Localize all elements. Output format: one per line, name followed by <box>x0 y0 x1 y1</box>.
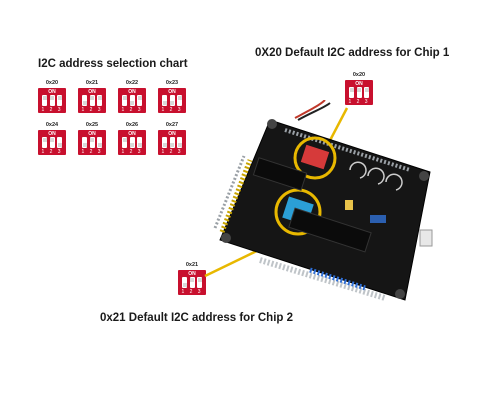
dip-switch-0x24: 0x24 ON 1 2 3 <box>38 122 66 155</box>
pcb <box>219 119 431 301</box>
dip-lever-2 <box>129 95 135 106</box>
dip-lever-2 <box>49 95 55 106</box>
dip-switch-0x25: 0x25 ON 1 2 3 <box>78 122 106 155</box>
power-connector <box>419 229 433 247</box>
dip-lever-1 <box>162 95 167 106</box>
dip-address-label: 0x22 <box>125 80 139 86</box>
dip-lever-1 <box>122 137 127 148</box>
dip-lever-2 <box>49 137 55 148</box>
board-dip-switch-red <box>300 144 330 170</box>
resistor <box>370 215 386 223</box>
dip-address-label: 0x20 <box>352 72 366 78</box>
dip-lever-1 <box>82 95 87 106</box>
dip-lever-2 <box>89 137 95 148</box>
transistors <box>349 161 403 191</box>
dip-switch-0x20: 0x20 ON 1 2 3 <box>38 80 66 113</box>
dip-numbers: 1 2 3 <box>161 149 183 155</box>
mounting-hole <box>395 289 405 299</box>
dip-on-label: ON <box>168 89 176 95</box>
dip-lever-1 <box>122 95 127 106</box>
dip-numbers: 1 2 3 <box>181 289 203 295</box>
dip-lever-2 <box>89 95 95 106</box>
dip-lever-1 <box>42 137 47 148</box>
dip-lever-3 <box>177 95 182 106</box>
dip-lever-1 <box>182 277 187 288</box>
dip-lever-3 <box>137 95 142 106</box>
dip-address-label: 0x23 <box>165 80 179 86</box>
dip-on-label: ON <box>88 89 96 95</box>
dip-on-label: ON <box>188 271 196 277</box>
dip-address-label: 0x21 <box>185 262 199 268</box>
dip-address-label: 0x21 <box>85 80 99 86</box>
dip-lever-2 <box>129 137 135 148</box>
dip-switch-0x26: 0x26 ON 1 2 3 <box>118 122 146 155</box>
chip2-highlight-circle <box>274 188 322 236</box>
dip-on-label: ON <box>355 81 363 87</box>
mounting-hole <box>419 171 429 181</box>
dip-lever-1 <box>162 137 167 148</box>
capacitor <box>345 200 353 210</box>
dip-on-label: ON <box>48 131 56 137</box>
chip1-caption: 0X20 Default I2C address for Chip 1 <box>255 47 450 59</box>
dip-lever-3 <box>197 277 202 288</box>
dip-lever-3 <box>57 137 62 148</box>
dip-on-label: ON <box>48 89 56 95</box>
dip-switch-0x21: 0x21 ON 1 2 3 <box>78 80 106 113</box>
dip-lever-3 <box>177 137 182 148</box>
bottom-header-pins <box>259 257 386 301</box>
dip-on-label: ON <box>168 131 176 137</box>
dip-numbers: 1 2 3 <box>121 149 143 155</box>
dip-switch-chip2: 0x21 ON 1 2 3 <box>178 262 206 295</box>
dip-numbers: 1 2 3 <box>41 107 63 113</box>
dip-lever-1 <box>82 137 87 148</box>
chip2-caption: 0x21 Default I2C address for Chip 2 <box>100 312 294 324</box>
dip-numbers: 1 2 3 <box>81 107 103 113</box>
dip-lever-2 <box>169 137 175 148</box>
dip-numbers: 1 2 3 <box>81 149 103 155</box>
red-wire <box>294 100 326 119</box>
dip-numbers: 1 2 3 <box>41 149 63 155</box>
chip1-highlight-circle <box>293 136 337 180</box>
dip-switch-chip1: 0x20 ON 1 2 3 <box>345 72 373 105</box>
left-header-pins <box>213 155 253 233</box>
dip-numbers: 1 2 3 <box>161 107 183 113</box>
dip-on-label: ON <box>88 131 96 137</box>
expansion-board <box>213 100 433 301</box>
mounting-hole <box>267 119 277 129</box>
dip-lever-1 <box>42 95 47 106</box>
dip-lever-1 <box>349 87 354 98</box>
dip-address-label: 0x25 <box>85 122 99 128</box>
dip-lever-2 <box>356 87 362 98</box>
dip-switch-0x23: 0x23 ON 1 2 3 <box>158 80 186 113</box>
dip-numbers: 1 2 3 <box>121 107 143 113</box>
dip-switch-0x27: 0x27 ON 1 2 3 <box>158 122 186 155</box>
top-header-pins <box>284 128 411 172</box>
dip-lever-2 <box>189 277 195 288</box>
dip-address-label: 0x27 <box>165 122 179 128</box>
chart-title: I2C address selection chart <box>38 58 188 70</box>
dip-address-label: 0x26 <box>125 122 139 128</box>
ic-chip-2 <box>288 207 372 253</box>
dip-on-label: ON <box>128 89 136 95</box>
dip-lever-3 <box>364 87 369 98</box>
ic-chip-1 <box>252 157 308 191</box>
dip-lever-3 <box>137 137 142 148</box>
dip-address-label: 0x20 <box>45 80 59 86</box>
dip-switch-0x22: 0x22 ON 1 2 3 <box>118 80 146 113</box>
dip-numbers: 1 2 3 <box>348 99 370 105</box>
dip-on-label: ON <box>128 131 136 137</box>
dip-address-label: 0x24 <box>45 122 59 128</box>
mounting-hole <box>221 233 231 243</box>
black-wire <box>297 102 331 121</box>
dip-lever-3 <box>97 95 102 106</box>
dip-lever-3 <box>57 95 62 106</box>
dip-lever-3 <box>97 137 102 148</box>
dip-lever-2 <box>169 95 175 106</box>
